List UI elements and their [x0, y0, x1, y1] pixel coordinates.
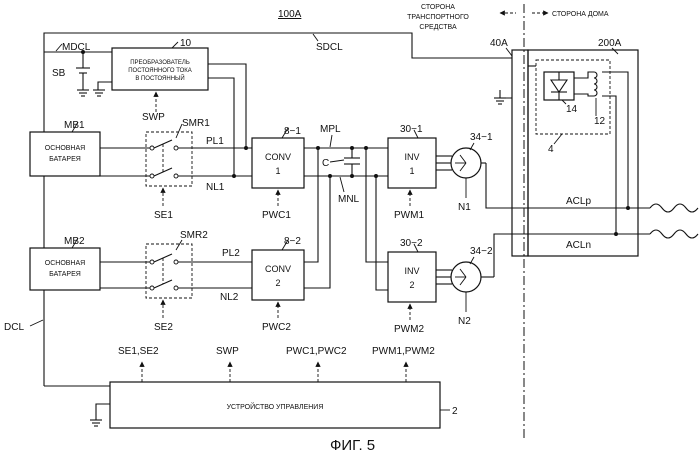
smr1-label: SMR1 — [182, 118, 210, 129]
nl2-label: NL2 — [220, 292, 239, 303]
smr1-relay — [146, 132, 192, 186]
conv1-label-1: CONV — [265, 152, 291, 162]
main-battery-1 — [30, 132, 100, 176]
conv1-label-2: 1 — [275, 166, 280, 176]
motor1-ref: 34−1 — [470, 132, 493, 143]
mnl-label: MNL — [338, 194, 360, 205]
house-unit-ref: 4 — [548, 144, 554, 155]
sb-label: SB — [52, 68, 66, 79]
vehicle-side-label-2: ТРАНСПОРТНОГО — [407, 14, 469, 21]
conv2-label-1: CONV — [265, 264, 291, 274]
smr2-label: SMR2 — [180, 230, 208, 241]
inv1-label-1: INV — [404, 152, 419, 162]
side-labels: СТОРОНА ТРАНСПОРТНОГО СРЕДСТВА СТОРОНА Д… — [407, 4, 609, 440]
aclp-label: ACLp — [566, 196, 591, 207]
converter-label-3: В ПОСТОЯННЫЙ — [135, 74, 184, 82]
inv2-label-2: 2 — [409, 280, 414, 290]
acln-label: ACLn — [566, 240, 591, 251]
battery1-label-2: БАТАРЕЯ — [49, 156, 81, 163]
converter-label-2: ПОСТОЯННОГО ТОКА — [128, 68, 192, 74]
n1-label: N1 — [458, 202, 471, 213]
pwm2-label: PWM2 — [394, 324, 424, 335]
battery1-label-1: ОСНОВНАЯ — [45, 145, 85, 152]
motor2-ref: 34−2 — [470, 246, 493, 257]
nl1-label: NL1 — [206, 182, 225, 193]
control-signal-pwm: PWM1,PWM2 — [372, 346, 435, 357]
conv2-label-2: 2 — [275, 278, 280, 288]
house-side-label: СТОРОНА ДОМА — [552, 11, 609, 18]
main-battery-2 — [30, 248, 100, 290]
converter-label-1: ПРЕОБРАЗОВАТЕЛЬ — [130, 60, 190, 66]
control-signal-pwc: PWC1,PWC2 — [286, 346, 347, 357]
inv2-label-1: INV — [404, 266, 419, 276]
sdcl-label: SDCL — [316, 42, 343, 53]
pwc2-label: PWC2 — [262, 322, 291, 333]
inv1-ref: 30−1 — [400, 124, 423, 135]
inv2-ref: 30−2 — [400, 238, 423, 249]
control-unit-label: УСТРОЙСТВО УПРАВЛЕНИЯ — [227, 402, 324, 411]
battery2-label-1: ОСНОВНАЯ — [45, 260, 85, 267]
mb1-label: MB1 — [64, 120, 85, 131]
mb2-label: MB2 — [64, 236, 85, 247]
pwc1-label: PWC1 — [262, 210, 291, 221]
aux-battery: SB — [52, 52, 90, 96]
control-signal-se: SE1,SE2 — [118, 346, 159, 357]
mpl-label: MPL — [320, 124, 341, 135]
swp-input-label: SWP — [142, 112, 165, 123]
vehicle-side-label-3: СРЕДСТВА — [419, 24, 457, 31]
se1-label: SE1 — [154, 210, 173, 221]
rectifier-ref: 14 — [566, 104, 578, 115]
inv1-label-2: 1 — [409, 166, 414, 176]
control-signal-swp: SWP — [216, 346, 239, 357]
vehicle-interface — [512, 50, 528, 256]
vehicle-side-label-1: СТОРОНА — [421, 4, 455, 11]
figure-caption: ФИГ. 5 — [330, 437, 375, 454]
pl1-label: PL1 — [206, 136, 224, 147]
house-interface-label: 200A — [598, 38, 622, 49]
inverter-1 — [388, 138, 436, 188]
capacitor — [344, 148, 360, 176]
se2-label: SE2 — [154, 322, 173, 333]
converter-ref: 10 — [180, 38, 192, 49]
control-unit-ref: 2 — [452, 406, 458, 417]
pwm1-label: PWM1 — [394, 210, 424, 221]
capacitor-label: C — [322, 158, 329, 169]
conv1-ref: 8−1 — [284, 126, 301, 137]
inverter-2 — [388, 252, 436, 302]
converter-2 — [252, 250, 304, 300]
n2-label: N2 — [458, 316, 471, 327]
converter-1 — [252, 138, 304, 188]
pl2-label: PL2 — [222, 248, 240, 259]
dcl-label: DCL — [4, 322, 24, 333]
coil-ref: 12 — [594, 116, 606, 127]
coil — [594, 72, 597, 96]
smr2-relay — [146, 244, 192, 298]
battery2-label-2: БАТАРЕЯ — [49, 271, 81, 278]
mdcl-label: MDCL — [62, 42, 91, 53]
vehicle-interface-label: 40A — [490, 38, 508, 49]
figure-ref: 100A — [278, 9, 302, 20]
